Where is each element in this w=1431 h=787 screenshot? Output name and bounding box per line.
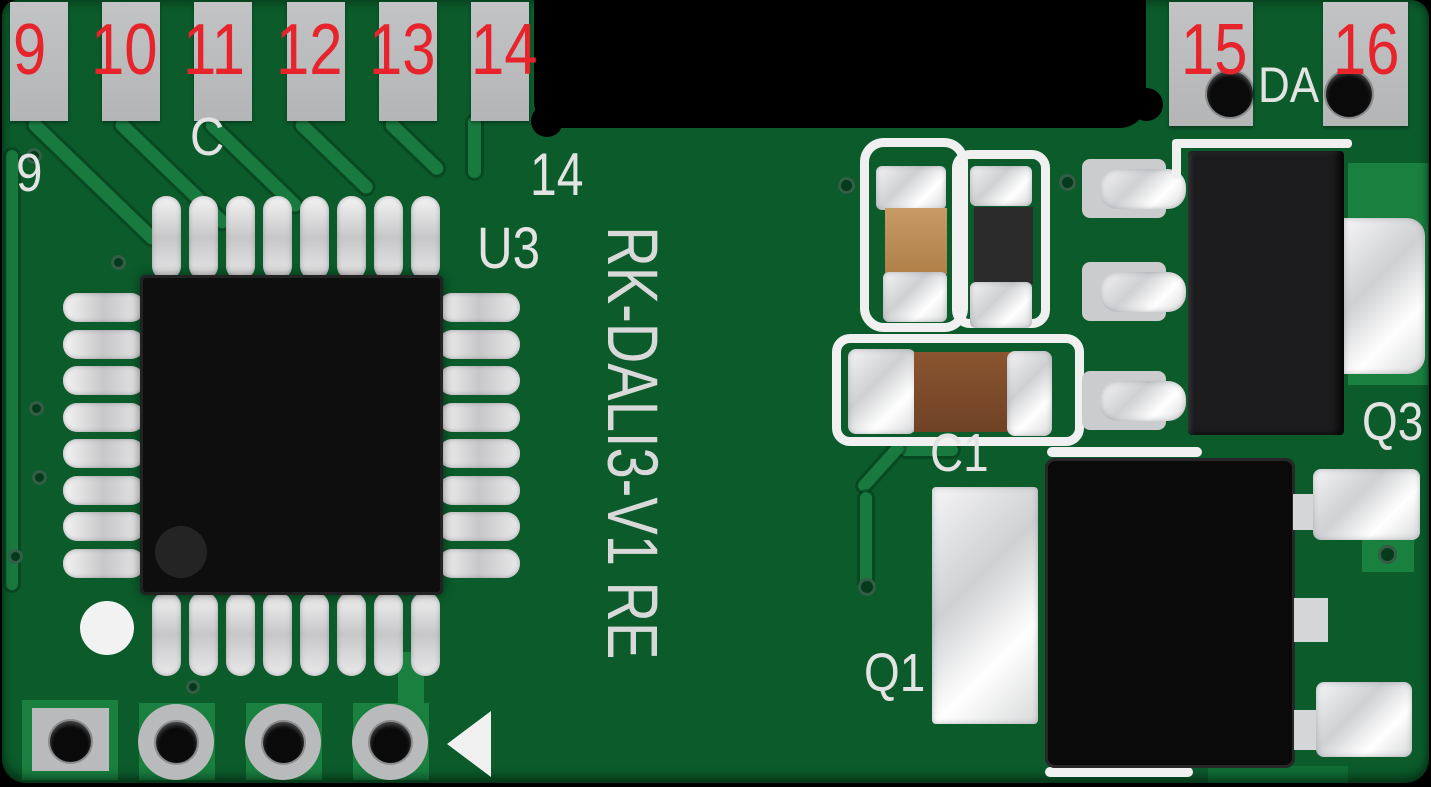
component-pad: [970, 282, 1032, 328]
pin-number-14: 14: [471, 10, 538, 90]
via: [1059, 174, 1076, 191]
fiducial-circle: [80, 601, 134, 655]
component-body-black: [974, 207, 1033, 284]
q3-tab: [1344, 218, 1425, 374]
q3-lead: [1100, 272, 1186, 312]
capacitor-pad: [876, 166, 946, 210]
silk-label-14: 14: [530, 141, 584, 208]
edge-pad-9: [10, 2, 68, 121]
q3-lead: [1100, 381, 1186, 421]
edge-pad-14: [471, 2, 529, 121]
silk-label-q1: Q1: [864, 643, 926, 703]
via: [1378, 545, 1397, 564]
edge-pad-13: [379, 2, 437, 121]
silkscreen-outline: [832, 334, 1084, 446]
q3-body: [1188, 151, 1344, 435]
silk-label-q3: Q3: [1362, 392, 1424, 452]
q1-pad: [1316, 682, 1412, 757]
silkscreen-outline: [860, 138, 968, 332]
pin-number-9: 9: [13, 10, 47, 90]
copper-trace: [860, 492, 872, 588]
th-hole: [156, 722, 197, 763]
silk-label-u3: U3: [477, 216, 541, 281]
edge-pad-12: [287, 2, 345, 121]
capacitor-body-tan: [885, 208, 947, 274]
silk-label-9: 9: [16, 143, 43, 203]
ic-pins-bottom: [152, 592, 440, 676]
triangle-marker: [447, 711, 491, 777]
pin-number-11: 11: [183, 10, 246, 90]
copper-trace: [468, 116, 481, 178]
via: [186, 680, 200, 694]
via: [858, 578, 876, 596]
via: [32, 470, 47, 485]
via: [838, 177, 855, 194]
silk-label-da: DA: [1258, 57, 1320, 113]
th-hole: [50, 721, 91, 762]
q1-tab: [932, 487, 1038, 724]
q1-silkscreen-line: [1047, 447, 1202, 457]
pad-15-hole: [1207, 71, 1253, 117]
q1-pad: [1313, 469, 1420, 540]
component-pad: [970, 166, 1032, 206]
silk-label-c: C: [190, 107, 225, 167]
th-hole: [263, 722, 304, 763]
ic-pin1-dot: [155, 526, 207, 578]
pin-number-13: 13: [369, 10, 436, 90]
c1-end-cap: [848, 349, 916, 434]
copper-trace: [900, 444, 958, 456]
via: [111, 255, 126, 270]
via: [26, 148, 42, 164]
pin-number-10: 10: [91, 10, 158, 90]
edge-pad-11: [194, 2, 252, 121]
silk-board-name: RK-DALI3-V1 RE: [592, 226, 671, 660]
edge-half-hole: [1130, 88, 1163, 121]
q3-lead: [1100, 169, 1186, 209]
capacitor-pad: [883, 272, 947, 322]
q1-body: [1045, 458, 1295, 768]
th-hole: [370, 722, 411, 763]
pad-16-hole: [1326, 71, 1372, 117]
q1-lead: [1294, 598, 1328, 642]
ic-pins-top: [152, 196, 440, 280]
via: [29, 401, 44, 416]
edge-pad-10: [102, 2, 160, 121]
board-edge-notch: [534, 0, 1146, 128]
q3-silkscreen-line: [1172, 139, 1181, 179]
q1-silkscreen-line: [1045, 767, 1193, 777]
silk-label-c1: C1: [930, 423, 989, 483]
pin-number-16: 16: [1333, 10, 1400, 90]
copper-pour: [1208, 766, 1348, 783]
c1-body-brown: [914, 352, 1010, 432]
copper-trace: [6, 150, 18, 590]
pin-number-12: 12: [276, 10, 343, 90]
via: [8, 549, 23, 564]
pin-number-15: 15: [1181, 10, 1248, 90]
ic-pins-right: [438, 293, 520, 578]
ic-pins-left: [63, 293, 145, 578]
q3-silkscreen-line: [1172, 139, 1352, 148]
c1-end-cap: [1007, 351, 1052, 436]
edge-half-hole: [531, 105, 563, 137]
